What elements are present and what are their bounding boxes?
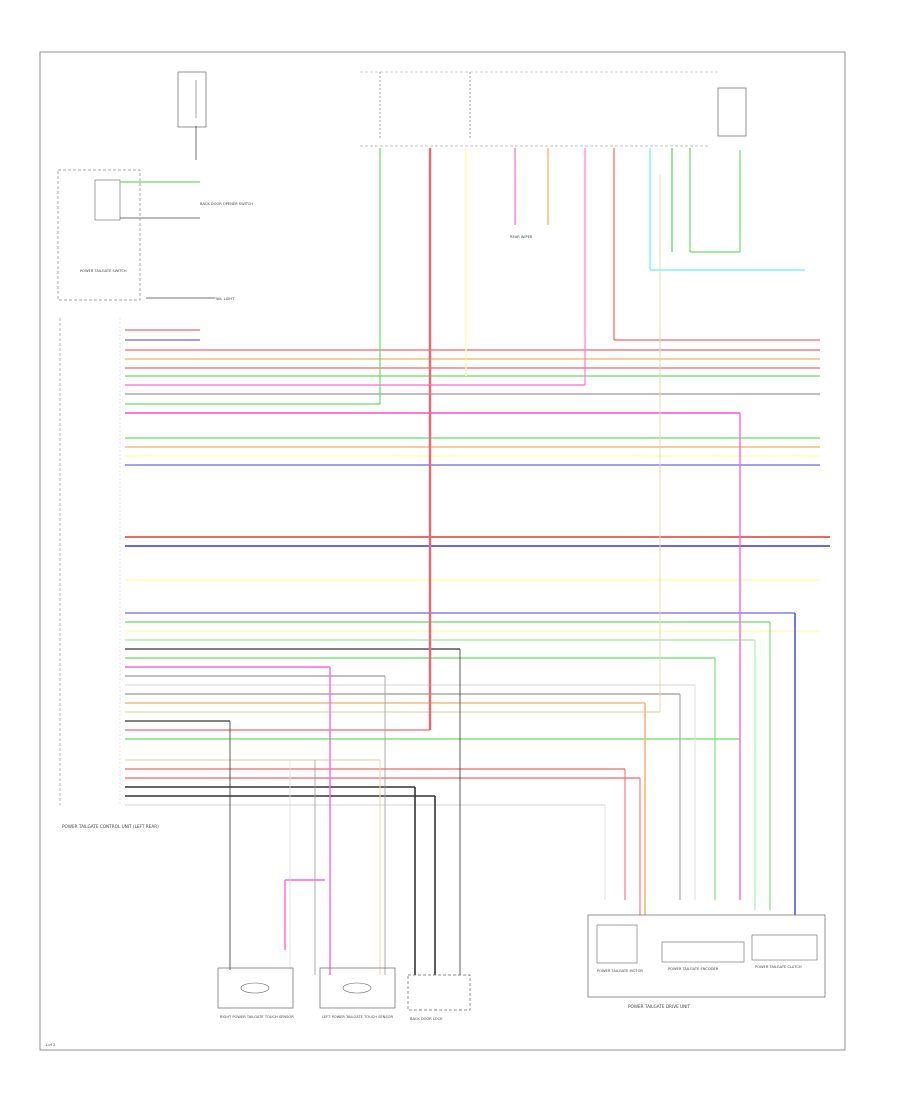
motor-label: POWER TAILGATE MOTOR — [597, 969, 643, 973]
tailgate-switch-box — [57, 169, 215, 301]
clutch-label: POWER TAILGATE CLUTCH — [755, 965, 802, 969]
right-touch-sensor-label: RIGHT POWER TAILGATE TOUCH SENSOR — [220, 1015, 294, 1019]
fuse-box-top-left — [177, 71, 207, 160]
tailgate-unit-label: POWER TAILGATE DRIVE UNIT — [628, 1004, 690, 1009]
vertical-wires — [229, 148, 820, 975]
control-unit-label: POWER TAILGATE CONTROL UNIT (LEFT REAR) — [62, 824, 159, 829]
page-marker: 1 of 2 — [45, 1043, 55, 1047]
diagram-frame — [39, 51, 846, 1051]
tailgate-drive-unit-box — [587, 914, 826, 998]
left-touch-sensor-box — [319, 967, 396, 1009]
back-door-lock-box — [407, 974, 471, 1011]
rear-wiper-label: REAR WIPER — [510, 235, 533, 239]
back-door-lock-label: BACK DOOR LOCK — [410, 1017, 443, 1021]
fuse-box-top-center — [360, 71, 720, 147]
control-unit-wires — [125, 329, 830, 806]
switch-label: POWER TAILGATE SWITCH — [80, 269, 127, 273]
back-door-opener-label: BACK DOOR OPENER SWITCH — [200, 202, 253, 206]
fuse-box-top-right — [717, 87, 747, 137]
left-touch-sensor-label: LEFT POWER TAILGATE TOUCH SENSOR — [322, 1015, 393, 1019]
encoder-label: POWER TAILGATE ENCODER — [668, 967, 719, 971]
right-touch-sensor-box — [217, 967, 294, 1009]
tail-light-label: TAIL LIGHT — [214, 297, 235, 301]
